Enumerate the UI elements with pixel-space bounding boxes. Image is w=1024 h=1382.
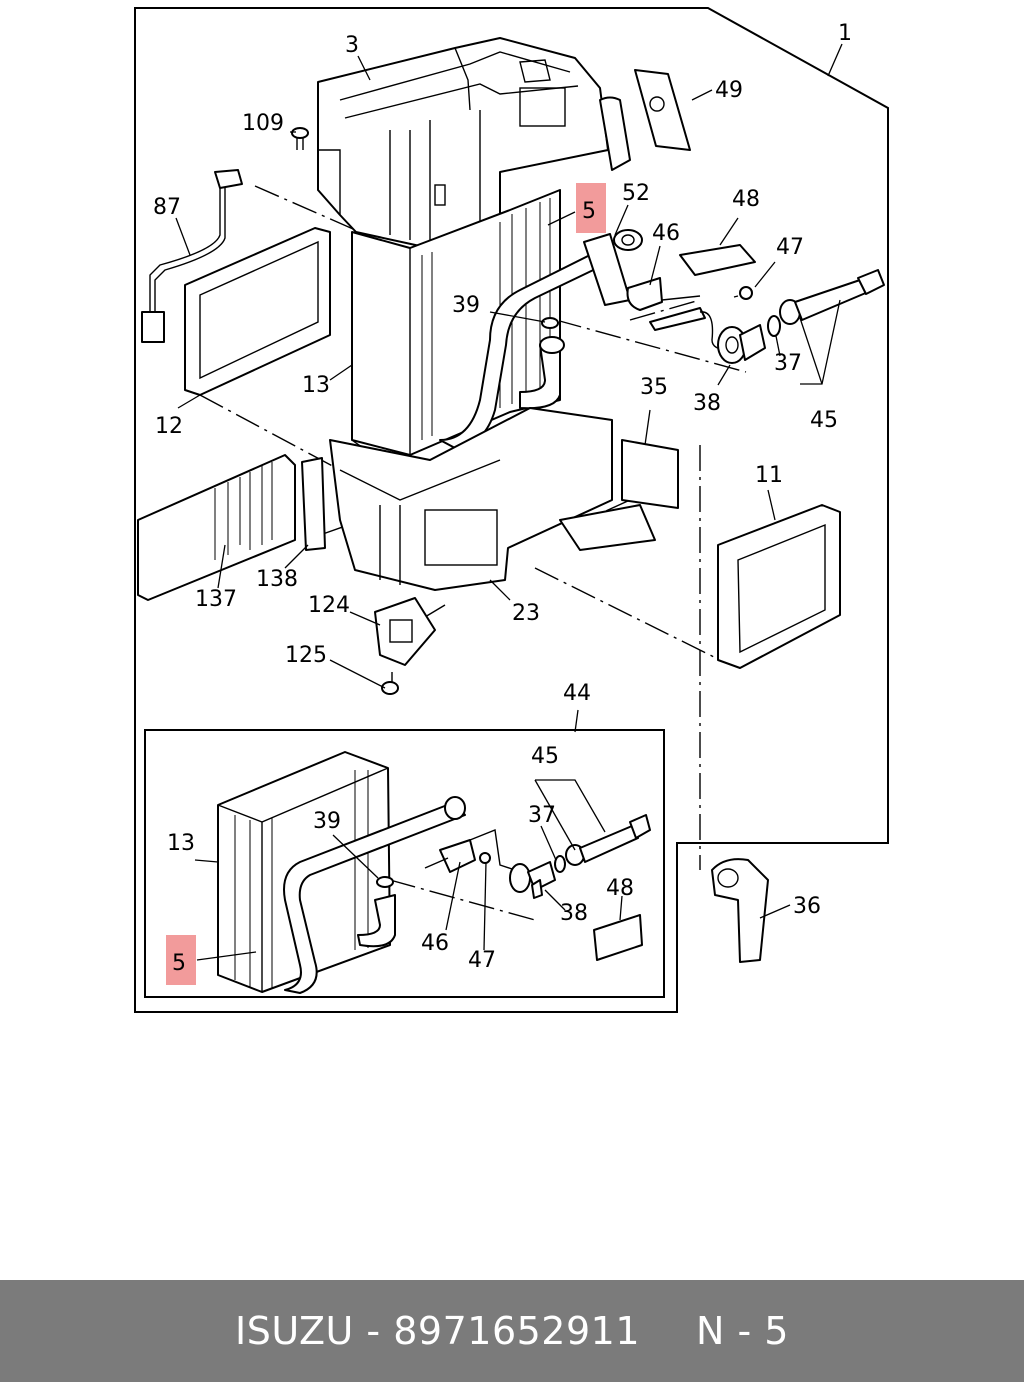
callout-37: 37 — [774, 351, 802, 376]
liquid-pipe-45 — [779, 269, 885, 325]
expansion-valve-38 — [649, 307, 766, 364]
callout-87: 87 — [153, 195, 181, 220]
highlight-5-inset — [166, 935, 196, 985]
footer-bar: ISUZU - 8971652911 N - 5 — [0, 1280, 1024, 1382]
callout-35: 35 — [640, 375, 668, 400]
pipe-elbow — [519, 339, 561, 410]
footer-brand: ISUZU — [235, 1309, 354, 1353]
callout-45: 45 — [810, 408, 838, 433]
inset-callout-38: 38 — [560, 901, 588, 926]
o-ring-39 — [541, 317, 559, 329]
inset-callout-5: 5 — [172, 951, 186, 976]
callout-109: 109 — [242, 111, 284, 136]
callout-125: 125 — [285, 643, 327, 668]
callout-44: 44 — [563, 681, 591, 706]
inset-callout-13: 13 — [167, 831, 195, 856]
inset-evaporator-core — [217, 751, 466, 994]
callout-12: 12 — [155, 414, 183, 439]
inset-expansion-valve — [469, 829, 556, 899]
clip-46 — [626, 277, 663, 311]
cover-138 — [301, 457, 326, 551]
footer-separator: - — [366, 1309, 381, 1353]
inset-clip-46 — [424, 839, 476, 873]
duct-36 — [711, 858, 769, 963]
resistor-124 — [374, 597, 436, 666]
flange-52 — [583, 229, 643, 306]
inset-callout-48: 48 — [606, 876, 634, 901]
callout-3: 3 — [345, 33, 359, 58]
callout-39: 39 — [452, 293, 480, 318]
callout-124: 124 — [308, 593, 350, 618]
callout-11: 11 — [755, 463, 783, 488]
callout-1: 1 — [838, 21, 852, 46]
callout-52: 52 — [622, 181, 650, 206]
highlight-5-main — [576, 183, 606, 233]
seal-35 — [621, 439, 679, 509]
inset-callout-37: 37 — [528, 803, 556, 828]
callout-49: 49 — [715, 78, 743, 103]
callout-36: 36 — [793, 894, 821, 919]
callout-labels: 1 3 109 87 12 13 5 52 48 46 47 49 39 37 … — [153, 21, 852, 976]
parts-diagram: 1 3 109 87 12 13 5 52 48 46 47 49 39 37 … — [134, 7, 889, 1013]
inset-callout-39: 39 — [313, 809, 341, 834]
callout-5: 5 — [582, 199, 596, 224]
callout-137: 137 — [195, 587, 237, 612]
o-ring-37 — [767, 315, 781, 337]
evaporator-kit-box — [144, 729, 665, 998]
filter-137 — [137, 454, 296, 601]
inset-liquid-pipe — [565, 814, 651, 866]
blower-outlet-bracket — [599, 96, 631, 171]
insulator-48 — [679, 244, 756, 276]
inset-o-ring-37 — [554, 855, 566, 873]
callout-138: 138 — [256, 567, 298, 592]
clip-line — [661, 295, 701, 301]
filter-frame-12 — [184, 227, 331, 396]
harness-87 — [141, 169, 243, 343]
callout-13: 13 — [302, 373, 330, 398]
pad-hole — [649, 96, 665, 112]
screw-47 — [733, 286, 753, 300]
inset-insulator-48 — [593, 914, 643, 961]
inset-screw-47 — [479, 852, 491, 864]
heater-frame-11 — [717, 504, 841, 669]
inset-callout-46: 46 — [421, 931, 449, 956]
screw-125 — [381, 672, 399, 695]
lower-case-23 — [329, 407, 656, 591]
screw-109 — [291, 127, 309, 150]
callout-38: 38 — [693, 391, 721, 416]
callout-23: 23 — [512, 601, 540, 626]
upper-blower-case — [317, 37, 609, 247]
assembly-frame — [134, 7, 889, 1013]
footer-part-number: 8971652911 — [393, 1309, 641, 1353]
refrigerant-pipe — [439, 249, 611, 449]
callout-47: 47 — [776, 235, 804, 260]
pipe-fitting — [539, 336, 565, 354]
pad-49 — [634, 69, 691, 151]
inset-callout-45: 45 — [531, 744, 559, 769]
inset-callout-47: 47 — [468, 948, 496, 973]
callout-46: 46 — [652, 221, 680, 246]
footer-code: N - 5 — [696, 1309, 789, 1353]
leader-lines — [175, 43, 843, 961]
callout-48: 48 — [732, 187, 760, 212]
